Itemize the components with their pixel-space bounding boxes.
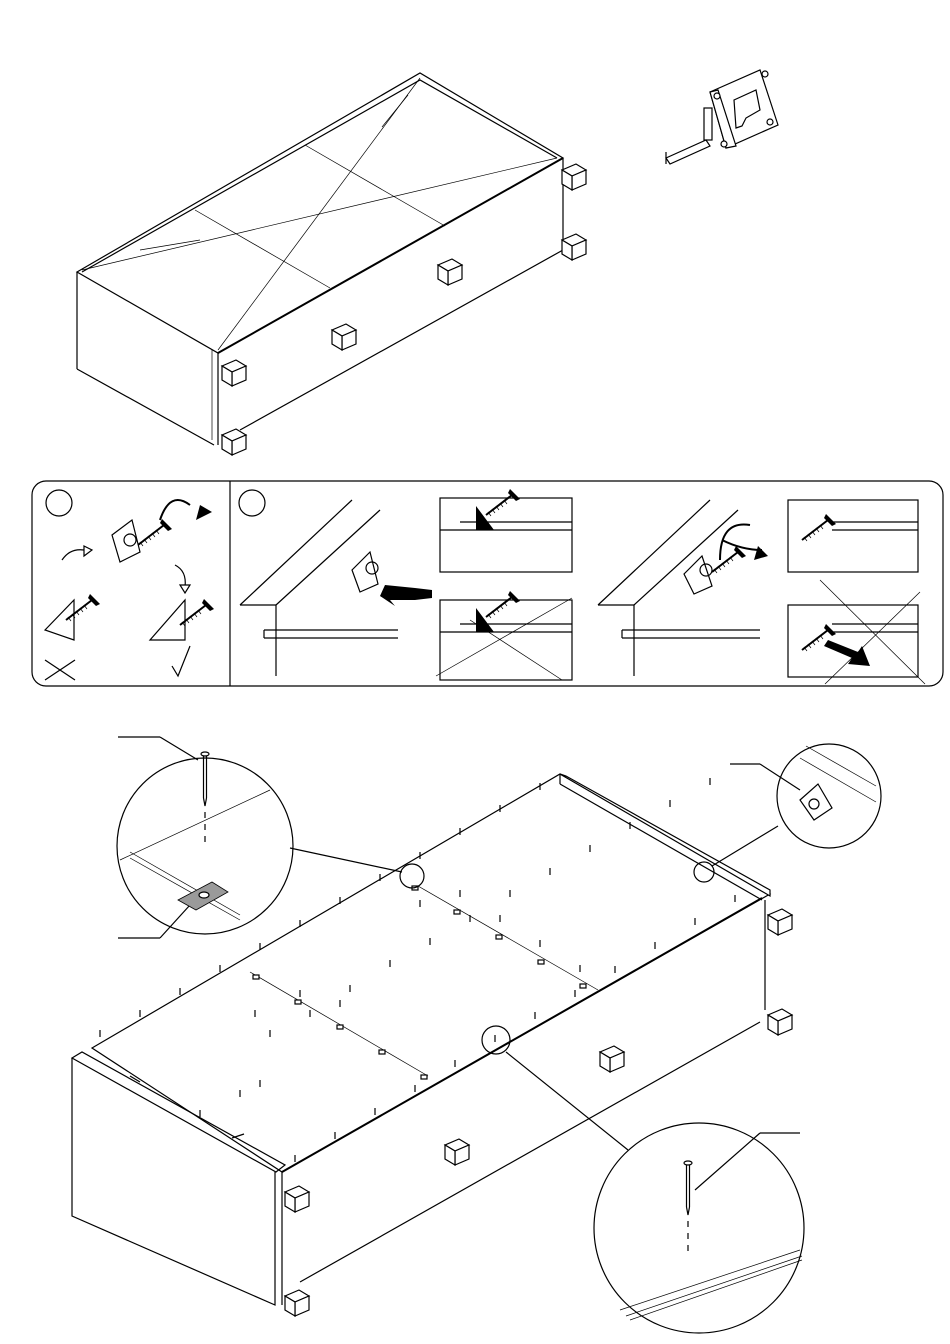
screw-icon xyxy=(138,519,172,546)
clip-mark xyxy=(253,975,259,979)
clip-mark xyxy=(295,1000,301,1004)
cross-mark-icon xyxy=(45,660,75,680)
clip-mark xyxy=(337,1025,343,1029)
corner-bracket-icon xyxy=(112,520,140,562)
check-mark-icon xyxy=(172,646,190,676)
clip-mark xyxy=(496,935,502,939)
nail-marks xyxy=(100,778,735,1162)
instruction-strip xyxy=(32,481,943,686)
step-circle-2 xyxy=(239,490,265,516)
clip-mark xyxy=(454,910,460,914)
bottom-view-legs xyxy=(285,909,792,1316)
detail-callout-nail-back xyxy=(482,1026,804,1333)
detail-callout-nail-plate xyxy=(117,737,424,938)
push-arrow-icon xyxy=(380,585,432,606)
clip-mark xyxy=(580,984,586,988)
bottom-view-cabinet xyxy=(72,774,770,1305)
tape-measure-icon xyxy=(666,70,778,164)
clip-mark xyxy=(421,1075,427,1079)
clip-mark xyxy=(538,960,544,964)
step-circle-1 xyxy=(46,490,72,516)
rotate-arrow-icon xyxy=(160,500,190,520)
clip-mark xyxy=(379,1050,385,1054)
clip-marks xyxy=(253,886,586,1079)
nail-icon xyxy=(201,752,209,842)
top-view-legs xyxy=(222,164,586,455)
detail-callout-bracket xyxy=(694,744,881,882)
top-view-cabinet xyxy=(77,73,563,445)
